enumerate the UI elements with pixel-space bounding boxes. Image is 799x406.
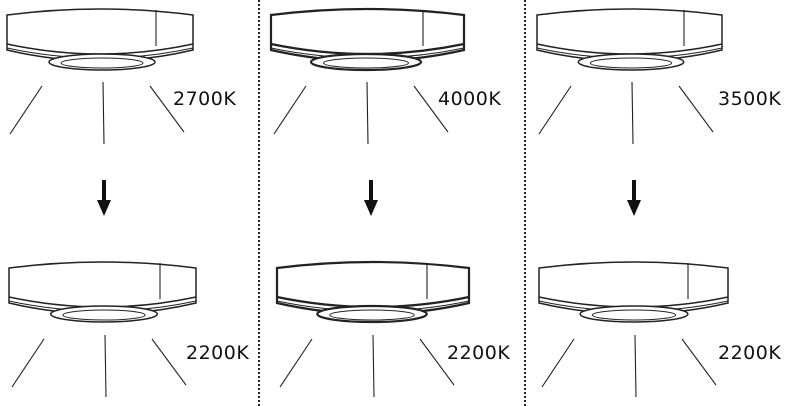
- panel-divider-2: [524, 0, 526, 406]
- panel-1-before-light-ray-2: [102, 81, 105, 145]
- panel-3-after-light-ray-3: [681, 338, 717, 386]
- panel-1-before-light-ray-3: [149, 85, 185, 133]
- panel-3-before-light-ray-2: [631, 81, 634, 145]
- panel-2-after-light-ray-1: [279, 338, 313, 388]
- panel-3-before-light-ray-3: [678, 85, 714, 133]
- panel-1-down-arrow-icon: [97, 180, 111, 216]
- panel-3-after-light-ray-2: [634, 334, 637, 398]
- panel-2-before-light-ray-1: [273, 85, 307, 135]
- panel-1-after-light-ray-2: [104, 334, 107, 398]
- panel-2-before-light-ray-2: [366, 81, 369, 145]
- panel-1-after-puck-light-icon: [8, 261, 197, 323]
- panel-1-before-color-temp-label: 2700K: [173, 88, 237, 110]
- panel-2-after-light-ray-2: [372, 334, 375, 398]
- panel-1-after-light-ray-1: [11, 338, 45, 388]
- panel-2-before-color-temp-label: 4000K: [438, 88, 502, 110]
- panel-2-after-puck-light-icon: [275, 260, 471, 324]
- panel-1-before-light-ray-1: [9, 85, 43, 135]
- panel-2-down-arrow-icon: [364, 180, 378, 216]
- panel-3-before-light-ray-1: [538, 85, 572, 135]
- panel-2-after-light-ray-3: [419, 338, 455, 386]
- panel-2-before-light-ray-3: [413, 85, 449, 133]
- panel-1-before-puck-light-icon: [6, 8, 194, 71]
- panel-2-before-puck-light-icon: [269, 7, 466, 72]
- panel-3-after-light-ray-1: [541, 338, 575, 388]
- panel-1-after-color-temp-label: 2200K: [186, 342, 250, 364]
- panel-3-before-puck-light-icon: [536, 8, 723, 71]
- panel-3-after-color-temp-label: 2200K: [718, 342, 782, 364]
- panel-1-after-light-ray-3: [151, 338, 187, 386]
- panel-divider-1: [258, 0, 260, 406]
- panel-3-after-puck-light-icon: [538, 261, 729, 323]
- panel-3-down-arrow-icon: [627, 180, 641, 216]
- panel-2-after-color-temp-label: 2200K: [447, 342, 511, 364]
- panel-3-before-color-temp-label: 3500K: [718, 88, 782, 110]
